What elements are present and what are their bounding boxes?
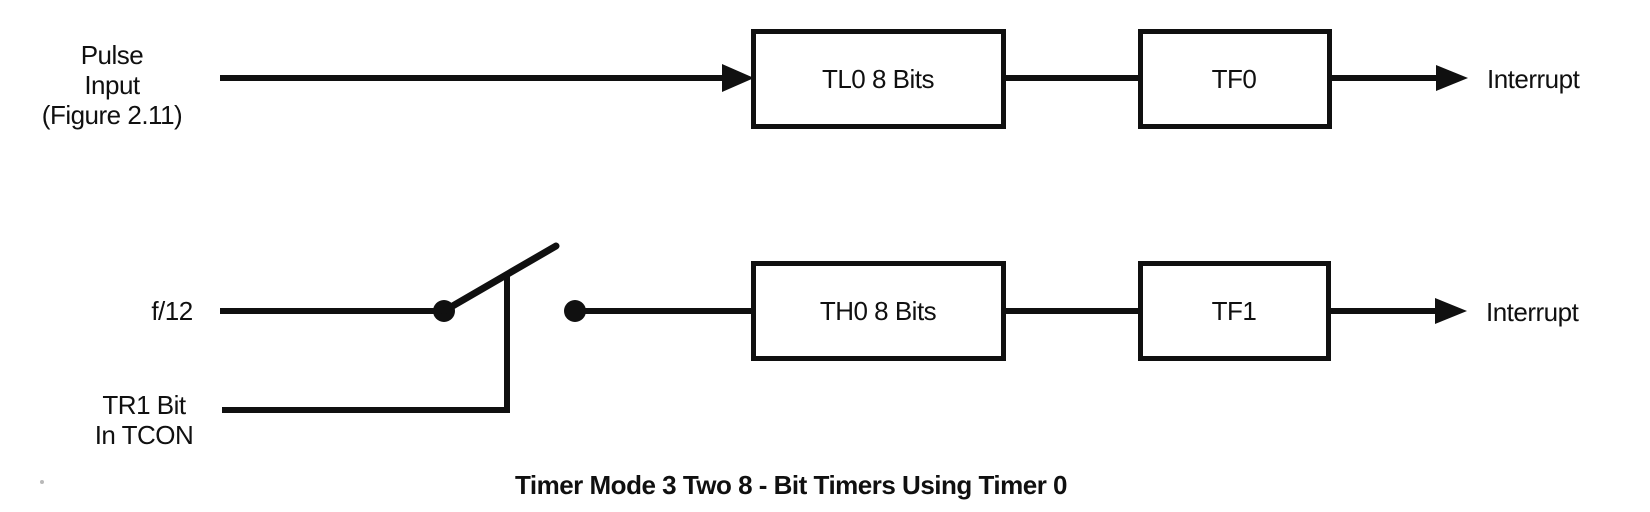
switch-arm-line [440,242,560,315]
figure-caption: Timer Mode 3 Two 8 - Bit Timers Using Ti… [515,470,1067,500]
th0-box-label: TH0 8 Bits [820,296,937,326]
tf1-arrowhead-icon [1435,298,1467,324]
tl0-box-label: TL0 8 Bits [822,64,935,94]
tf0-arrowhead-icon [1436,65,1468,91]
tf1-box-label: TF1 [1212,296,1257,326]
f12-clock-label: f/12 [151,296,192,326]
interrupt-label-bottom: Interrupt [1486,297,1580,327]
tf0-box-label: TF0 [1212,64,1257,94]
interrupt-label-top: Interrupt [1487,64,1581,94]
pulse-arrowhead-icon [722,64,754,92]
pulse-input-label-line3: (Figure 2.11) [42,100,182,130]
pulse-input-label-line1: Pulse [81,40,144,70]
pulse-input-label-line2: Input [84,70,141,100]
scan-speck [40,480,44,484]
tr1-control-label-line2: In TCON [95,420,194,450]
tr1-control-label-line1: TR1 Bit [102,390,186,420]
